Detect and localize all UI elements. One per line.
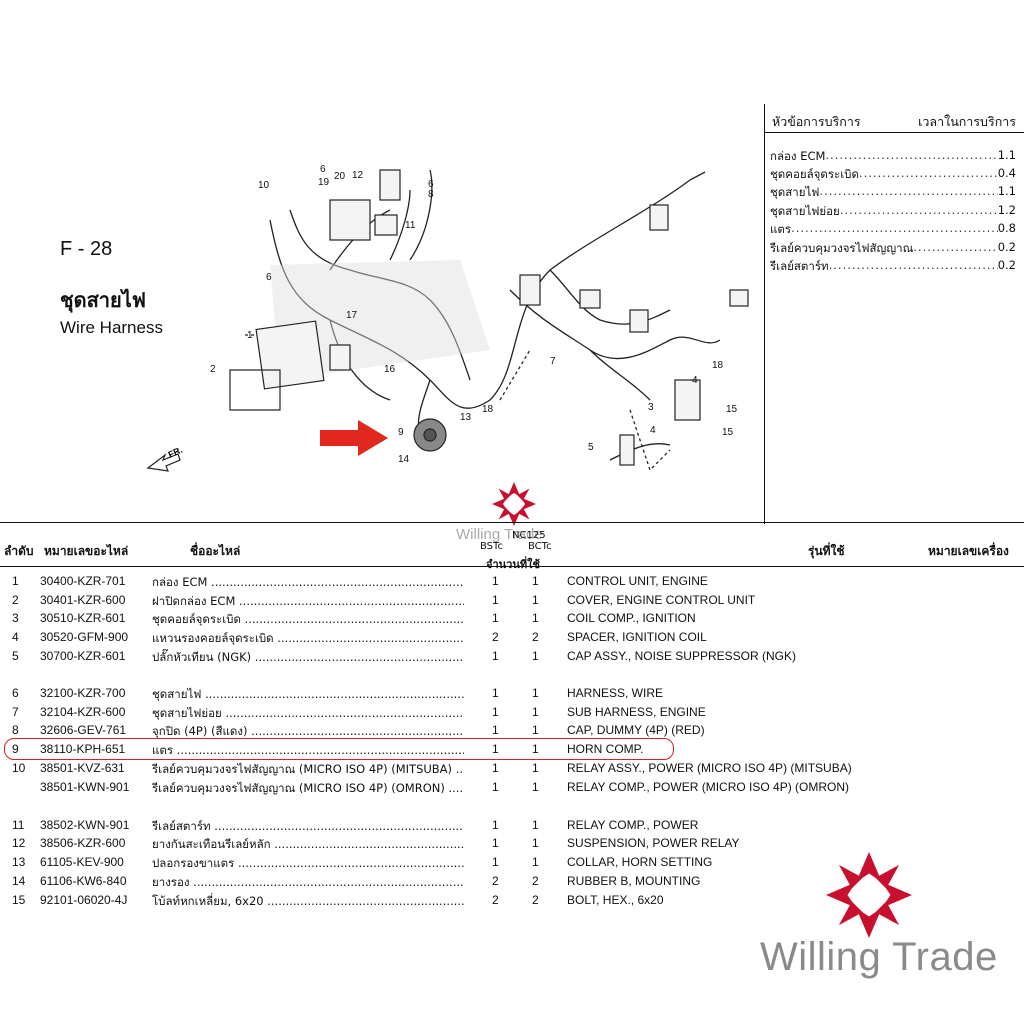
svg-text:7: 7 (550, 356, 556, 367)
highlight-outline (4, 738, 674, 760)
svg-text:5: 5 (588, 442, 594, 453)
service-item: ชุดสายไฟ................................… (770, 184, 1016, 199)
willing-trade-logo-small-icon (492, 482, 536, 526)
service-item: แตร.....................................… (770, 221, 1016, 236)
red-pointer-arrow-icon (320, 420, 388, 456)
svg-text:4: 4 (650, 425, 656, 436)
watermark-brand-text: Willing Trade (760, 935, 998, 979)
svg-text:FR.: FR. (167, 445, 184, 460)
figure-title-english: Wire Harness (60, 318, 163, 337)
col-header-models: รุ่นที่ใช้ (808, 544, 845, 558)
front-direction-arrow: FR. (146, 445, 184, 472)
col-header-variant-1: BSTc (480, 541, 503, 552)
svg-text:10: 10 (258, 180, 270, 191)
service-header-time: เวลาในการบริการ (918, 114, 1016, 129)
svg-text:19: 19 (318, 177, 330, 188)
svg-text:11: 11 (405, 220, 416, 231)
svg-text:18: 18 (712, 360, 724, 371)
svg-text:16: 16 (384, 364, 396, 375)
service-panel-header: หัวข้อการบริการ เวลาในการบริการ (772, 112, 1020, 132)
wire-harness-diagram: 1 2 3 4 4 5 6 6 6 7 8 9 10 11 12 13 14 1… (146, 164, 749, 472)
table-top-rule (0, 522, 1024, 523)
service-item: ชุดสายไฟย่อย............................… (770, 203, 1016, 218)
col-header-part-name: ชื่ออะไหล่ (190, 544, 241, 558)
table-header-rule (0, 566, 1024, 567)
service-item: รีเลย์สตาร์ท............................… (770, 258, 1016, 273)
svg-text:9: 9 (398, 427, 404, 438)
service-divider (764, 132, 1024, 133)
svg-text:18: 18 (482, 404, 494, 415)
col-header-model: NC125 (512, 530, 546, 541)
figure-code: F - 28 (60, 238, 113, 260)
svg-text:13: 13 (460, 412, 472, 423)
svg-text:20: 20 (334, 171, 346, 182)
table-row: 38501-KWN-901 รีเลย์ควบคุมวงจรไฟสัญญาณ (… (40, 780, 850, 795)
col-header-engine-no: หมายเลขเครื่อง (928, 544, 1009, 558)
svg-text:6: 6 (266, 272, 272, 283)
service-item: ชุดคอยล์จุดระเบิด.......................… (770, 166, 1016, 181)
svg-text:14: 14 (398, 454, 410, 465)
service-item: กล่อง ECM...............................… (770, 148, 1016, 163)
col-header-no: ลำดับ (4, 544, 34, 558)
service-time-panel (764, 104, 1024, 524)
col-header-part-no: หมายเลขอะไหล่ (44, 544, 129, 558)
svg-text:17: 17 (346, 310, 358, 321)
svg-text:2: 2 (210, 364, 216, 375)
svg-text:12: 12 (352, 170, 364, 181)
svg-text:15: 15 (722, 427, 734, 438)
svg-text:6: 6 (428, 179, 434, 190)
col-header-variant-2: BCTc (528, 541, 552, 552)
figure-title-thai: ชุดสายไฟ (60, 288, 146, 312)
service-item: รีเลย์ควบคุมวงจรไฟสัญญาณ................… (770, 240, 1016, 255)
svg-text:4: 4 (692, 375, 698, 386)
svg-text:6: 6 (320, 164, 326, 175)
watermark-small-text: Willing Trade (456, 526, 543, 543)
svg-text:8: 8 (428, 189, 434, 200)
svg-text:3: 3 (648, 402, 654, 413)
service-header-topic: หัวข้อการบริการ (772, 114, 861, 129)
svg-text:1: 1 (247, 330, 253, 341)
col-header-quantity: จำนวนที่ใช้ (486, 558, 540, 571)
svg-text:15: 15 (726, 404, 738, 415)
willing-trade-logo-icon (826, 852, 912, 938)
